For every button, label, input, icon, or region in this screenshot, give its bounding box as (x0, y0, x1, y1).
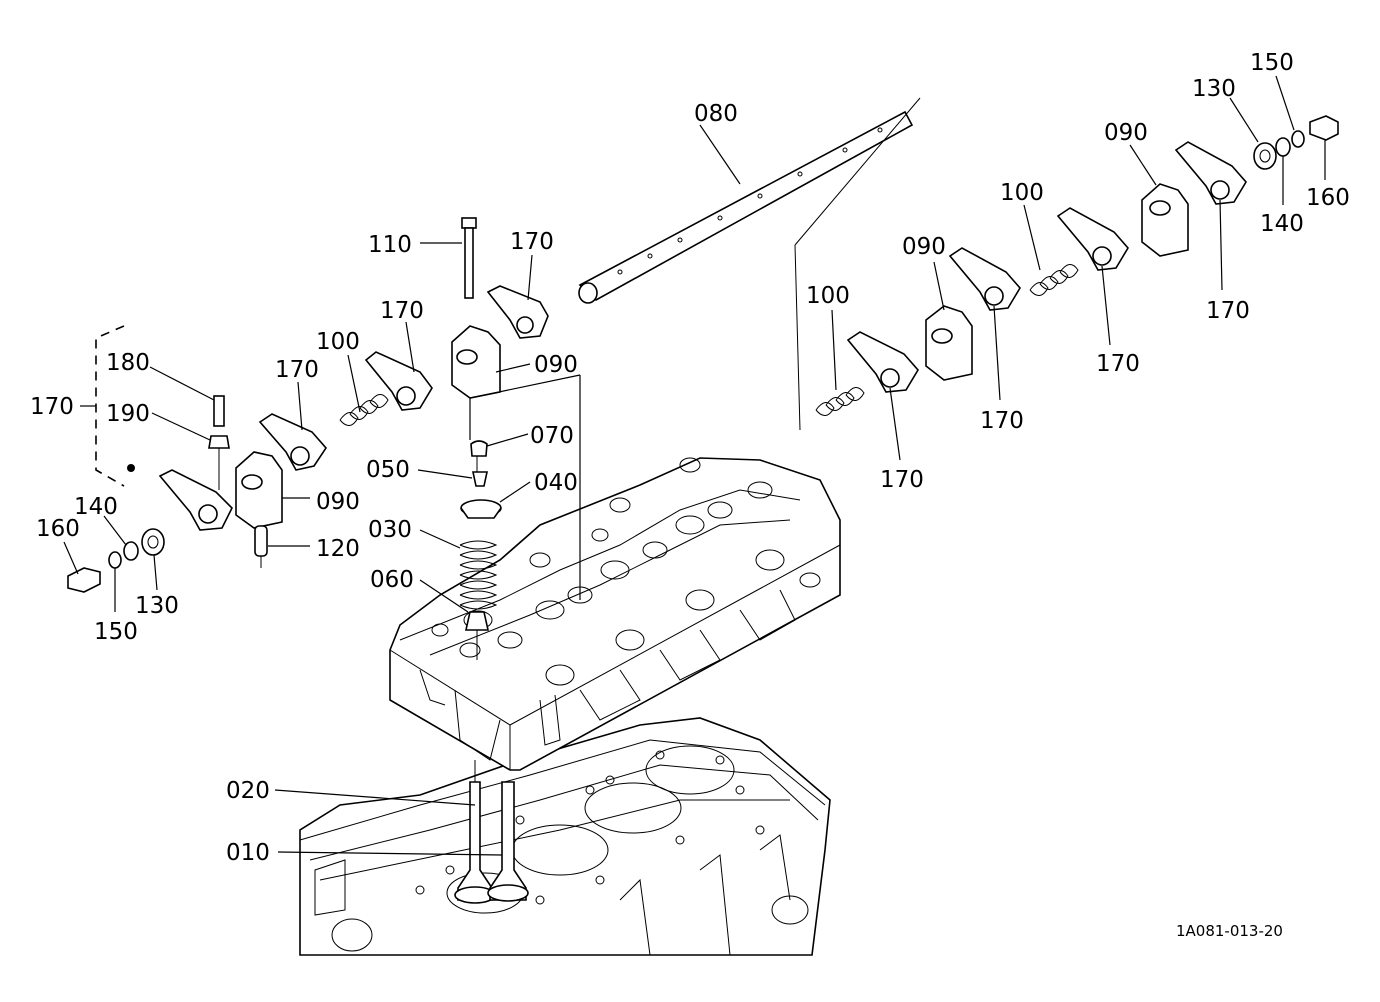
callout-170-f: 170 (1096, 351, 1140, 377)
callout-170-b: 170 (380, 298, 424, 324)
callout-070: 070 (530, 423, 574, 449)
cylinder-block (299, 717, 831, 956)
callout-020: 020 (226, 778, 270, 804)
rocker-arm-shaft (578, 110, 914, 304)
leader-lines (63, 75, 1326, 856)
callout-130-b: 130 (1192, 76, 1236, 102)
washer-130-left (141, 528, 165, 556)
callout-labels: 080 110 170 170 100 170 090 070 050 040 … (30, 50, 1350, 866)
nut-190 (208, 435, 230, 449)
callout-060: 060 (370, 567, 414, 593)
rocker-arm-r1 (846, 331, 919, 393)
callout-110: 110 (368, 232, 412, 258)
rocker-arm-2 (364, 351, 433, 411)
rocker-arm-r2 (948, 247, 1021, 311)
rocker-arm-r4 (1174, 141, 1247, 205)
bolt-110 (461, 217, 477, 299)
rocker-bracket-r2 (1141, 183, 1189, 257)
washer-140-right (1275, 137, 1291, 157)
callout-160-b: 160 (1306, 185, 1350, 211)
valve-stem-seal (465, 611, 489, 660)
callout-140-a: 140 (74, 494, 118, 520)
callout-170-h: 170 (880, 467, 924, 493)
callout-170-c: 170 (275, 357, 319, 383)
rocker-bracket-r1 (925, 305, 973, 381)
rocker-bracket-lower (235, 451, 283, 529)
callout-120: 120 (316, 536, 360, 562)
washer-150-right (1291, 130, 1305, 148)
spring-retainer (460, 499, 502, 519)
callout-170-d: 170 (30, 394, 74, 420)
callout-090-a: 090 (534, 352, 578, 378)
callout-160-a: 160 (36, 516, 80, 542)
callout-180: 180 (106, 350, 150, 376)
callout-010: 010 (226, 840, 270, 866)
pin-120 (254, 525, 268, 568)
valve-collet (472, 471, 488, 487)
callout-130-a: 130 (135, 593, 179, 619)
figure-id: 1A081-013-20 (1176, 922, 1283, 940)
callout-170-a: 170 (510, 229, 554, 255)
shaft-ref-line-left (794, 244, 801, 431)
bolt-160-right (1309, 115, 1339, 141)
rocker-arm-1 (486, 285, 549, 339)
callout-050: 050 (366, 457, 410, 483)
callout-170-e: 170 (1206, 298, 1250, 324)
valve-cap (470, 440, 488, 457)
callout-150-b: 150 (1250, 50, 1294, 76)
rocker-arm-r3 (1056, 207, 1129, 271)
valve-spring (459, 540, 498, 610)
callout-190: 190 (106, 401, 150, 427)
valve-intake (487, 781, 529, 902)
spring-100-right-2 (1029, 264, 1079, 296)
callout-090-b: 090 (316, 489, 360, 515)
reference-dot (127, 464, 135, 472)
callout-040: 040 (534, 470, 578, 496)
callout-090-d: 090 (902, 234, 946, 260)
callout-090-c: 090 (1104, 120, 1148, 146)
callout-100-c: 100 (806, 283, 850, 309)
callout-100-a: 100 (316, 329, 360, 355)
callout-100-b: 100 (1000, 180, 1044, 206)
washer-130-right (1253, 142, 1277, 170)
spring-100-right-1 (815, 387, 865, 416)
callout-030: 030 (368, 517, 412, 543)
rocker-arm-end (158, 469, 233, 531)
shaft-ref-line-top (794, 97, 921, 246)
callout-080: 080 (694, 101, 738, 127)
cylinder-head (389, 457, 841, 771)
assembly-bracket-170 (95, 325, 125, 487)
adjusting-screw-180 (213, 395, 225, 427)
washer-150-left (108, 551, 122, 569)
rocker-bracket-upper (451, 325, 501, 399)
callout-150-a: 150 (94, 619, 138, 645)
rocker-arm-3 (258, 413, 328, 471)
spring-100-left (339, 394, 389, 426)
bolt-160-left (67, 567, 101, 593)
callout-170-g: 170 (980, 408, 1024, 434)
washer-140-left (123, 541, 139, 561)
callout-140-b: 140 (1260, 211, 1304, 237)
